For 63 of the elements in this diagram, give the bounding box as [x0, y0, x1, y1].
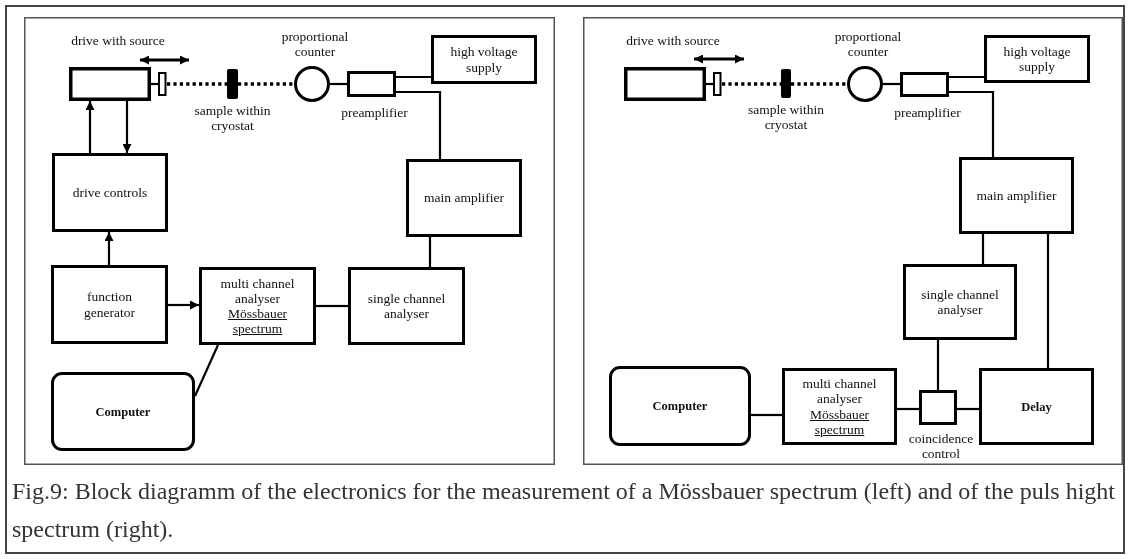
connector-line: [396, 90, 442, 159]
process-box: [979, 368, 1094, 445]
component-label: sample within cryostat: [746, 102, 826, 133]
arrow: [122, 101, 132, 153]
dotted-line: [167, 82, 227, 86]
box-label: high voltage supply: [1002, 43, 1072, 75]
box-label: high voltage supply: [449, 44, 519, 75]
box-label: single channel analyser: [920, 286, 1000, 318]
connector-line: [949, 75, 984, 79]
component-label: coincidence control: [907, 431, 975, 462]
box-label: multi channel analyser: [219, 275, 296, 306]
connector-line: [396, 75, 431, 79]
box-label: multi channel analyser: [801, 376, 878, 407]
arrow: [85, 101, 95, 153]
rounded-box: [51, 372, 195, 451]
process-box: [52, 153, 168, 232]
box-label: Computer: [652, 399, 708, 413]
connector-line: [957, 407, 979, 411]
panel-frame: [583, 17, 1123, 465]
connector-line: [428, 237, 432, 267]
connector-line: [330, 82, 347, 86]
connector-line: [316, 304, 348, 308]
component-label: proportional counter: [280, 28, 350, 59]
box-label: main amplifier: [424, 190, 504, 206]
box-label: Delay: [1021, 399, 1052, 414]
component-label: drive with source: [625, 32, 721, 48]
figure-caption: Fig.9: Block diagramm of the electronics for the measurement of a Mössbauer spectrum (left) and of the puls hight spectrum (right).: [12, 477, 1117, 545]
component-label: drive with source: [70, 32, 166, 48]
arrow: [104, 232, 114, 265]
process-box: [199, 267, 316, 345]
box-label: Computer: [95, 404, 151, 419]
process-box: [348, 267, 465, 345]
box-label: single channel analyser: [366, 290, 447, 322]
connector-line: [883, 82, 900, 86]
dotted-line: [791, 82, 847, 86]
process-box: [406, 159, 522, 237]
connector-line: [1046, 234, 1050, 368]
dotted-line: [722, 82, 781, 86]
connector-line: [194, 344, 219, 397]
box-label: main amplifier: [976, 187, 1057, 204]
connector-line: [936, 340, 940, 390]
component-label: proportional counter: [833, 28, 903, 59]
process-box: [51, 265, 168, 344]
process-box: [959, 157, 1074, 234]
connector-line: [897, 407, 919, 411]
rounded-box: [609, 366, 751, 446]
process-box: [431, 35, 537, 84]
box-label: drive controls: [72, 184, 148, 201]
arrow: [168, 300, 199, 310]
underlined-label: Mössbauer spectrum: [226, 306, 289, 337]
component-label: sample within cryostat: [193, 103, 272, 134]
component-label: preamplifier: [340, 105, 409, 121]
component-label: preamplifier: [893, 105, 962, 121]
connector-line: [981, 234, 985, 264]
dotted-line: [238, 82, 294, 86]
underlined-label: Mössbauer spectrum: [808, 406, 871, 437]
process-box: [903, 264, 1017, 340]
connector-line: [949, 90, 995, 157]
process-box: [984, 35, 1090, 83]
panel-frame: [24, 17, 555, 465]
box-label: function generator: [83, 289, 136, 320]
process-box: [782, 368, 897, 445]
connector-line: [751, 413, 782, 417]
